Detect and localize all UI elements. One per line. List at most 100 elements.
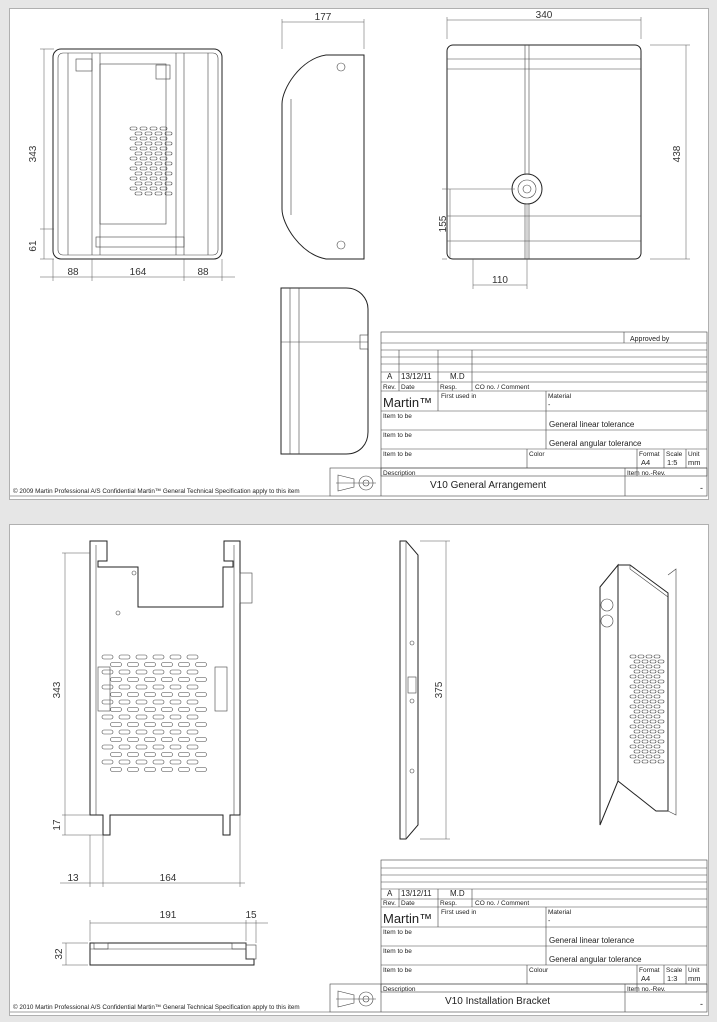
vent-slot — [139, 166, 148, 171]
material-label: Material — [548, 393, 572, 400]
front-w-left-dim: 88 — [67, 267, 79, 278]
first-used-label: First used in — [441, 393, 477, 400]
vent-slot — [653, 654, 661, 659]
vent-slot — [101, 654, 114, 660]
vent-slot — [135, 699, 148, 705]
vent-slot — [127, 692, 139, 697]
vent-slot — [641, 669, 649, 674]
vent-slot — [154, 171, 163, 176]
vent-slot — [144, 677, 156, 682]
vent-slot — [186, 714, 199, 720]
vent-slot — [161, 752, 173, 757]
vent-slot — [186, 669, 199, 675]
vent-slot — [118, 684, 131, 690]
vent-slot — [135, 759, 148, 765]
vent-slot — [645, 734, 653, 739]
vent-slot — [637, 684, 645, 689]
vent-slot — [135, 744, 148, 750]
item-to-be-1-2: Item to be — [383, 929, 412, 936]
back-lock-height-dim: 155 — [438, 215, 449, 232]
top-view — [280, 287, 369, 455]
vent-slot — [629, 744, 637, 749]
title-block-2 — [10, 859, 708, 1013]
vent-slot — [134, 191, 143, 196]
vent-slot — [134, 171, 143, 176]
vent-slot — [653, 674, 661, 679]
unit-value-2: mm — [688, 974, 701, 983]
sheet1-drawing: 343 61 88 164 88 177 340 438 155 — [10, 10, 708, 497]
vent-slot — [653, 684, 661, 689]
vent-slot — [110, 737, 122, 742]
vent-slot — [154, 151, 163, 156]
vent-slot — [637, 664, 645, 669]
vent-slot — [629, 754, 637, 759]
vent-slot — [159, 176, 168, 181]
bracket-height-dim: 343 — [52, 681, 63, 698]
vent-slot — [118, 654, 131, 660]
side-view — [281, 54, 365, 260]
vent-slot — [144, 191, 153, 196]
rev-resp-value-2: M.D — [450, 889, 465, 898]
rev-resp-value: M.D — [450, 372, 465, 381]
title-block — [10, 331, 708, 497]
vent-slot — [161, 737, 173, 742]
vent-slot — [139, 186, 148, 191]
color-label: Color — [529, 451, 545, 458]
vent-slot — [637, 654, 645, 659]
vent-slot — [152, 759, 165, 765]
material-value: - — [548, 402, 551, 409]
vent-slot — [149, 156, 158, 161]
vent-slot — [134, 141, 143, 146]
vent-slot — [135, 714, 148, 720]
vent-slot — [649, 739, 657, 744]
vent-slot — [645, 714, 653, 719]
vent-slot — [649, 759, 657, 764]
vent-slot — [169, 714, 182, 720]
vent-slot — [118, 759, 131, 765]
item-to-be-3: Item to be — [383, 451, 412, 458]
vent-slot — [657, 669, 665, 674]
vent-slot — [101, 729, 114, 735]
vent-slot — [134, 181, 143, 186]
vent-slot — [637, 694, 645, 699]
vent-slot — [118, 729, 131, 735]
vent-slot — [154, 181, 163, 186]
bracket-side-height-dim: 375 — [434, 681, 445, 698]
vent-slot — [645, 744, 653, 749]
vent-slot — [178, 752, 190, 757]
vent-slot — [178, 662, 190, 667]
bottom-height-dim: 32 — [54, 948, 65, 960]
vent-slot — [645, 684, 653, 689]
vent-slot — [101, 759, 114, 765]
vent-slot — [633, 759, 641, 764]
vent-slot — [629, 664, 637, 669]
copyright-footer-2: © 2010 Martin Professional A/S Confident… — [13, 1003, 300, 1011]
vent-slot — [144, 151, 153, 156]
rev-header: Rev. — [383, 384, 396, 391]
vent-slot — [169, 744, 182, 750]
vent-slot — [101, 669, 114, 675]
vent-slot — [186, 744, 199, 750]
vent-slot — [657, 709, 665, 714]
vent-slot — [641, 699, 649, 704]
vent-slot — [149, 186, 158, 191]
vent-slot — [164, 161, 173, 166]
description-value-2: V10 Installation Bracket — [445, 996, 550, 1007]
format-label: Format — [639, 451, 660, 458]
vent-slot — [161, 677, 173, 682]
vent-slot — [159, 166, 168, 171]
angular-tolerance: General angular tolerance — [549, 439, 642, 448]
vent-slot — [159, 186, 168, 191]
vent-slot — [149, 176, 158, 181]
vent-slot — [645, 704, 653, 709]
vent-slot — [139, 136, 148, 141]
vent-slot — [164, 141, 173, 146]
vent-slot — [657, 689, 665, 694]
vent-slot — [178, 707, 190, 712]
vent-slot — [139, 146, 148, 151]
bracket-side-view — [399, 540, 419, 840]
vent-slot — [633, 739, 641, 744]
description-value: V10 General Arrangement — [430, 480, 546, 491]
back-lock-x-dim: 110 — [492, 275, 508, 286]
vent-slot — [135, 684, 148, 690]
